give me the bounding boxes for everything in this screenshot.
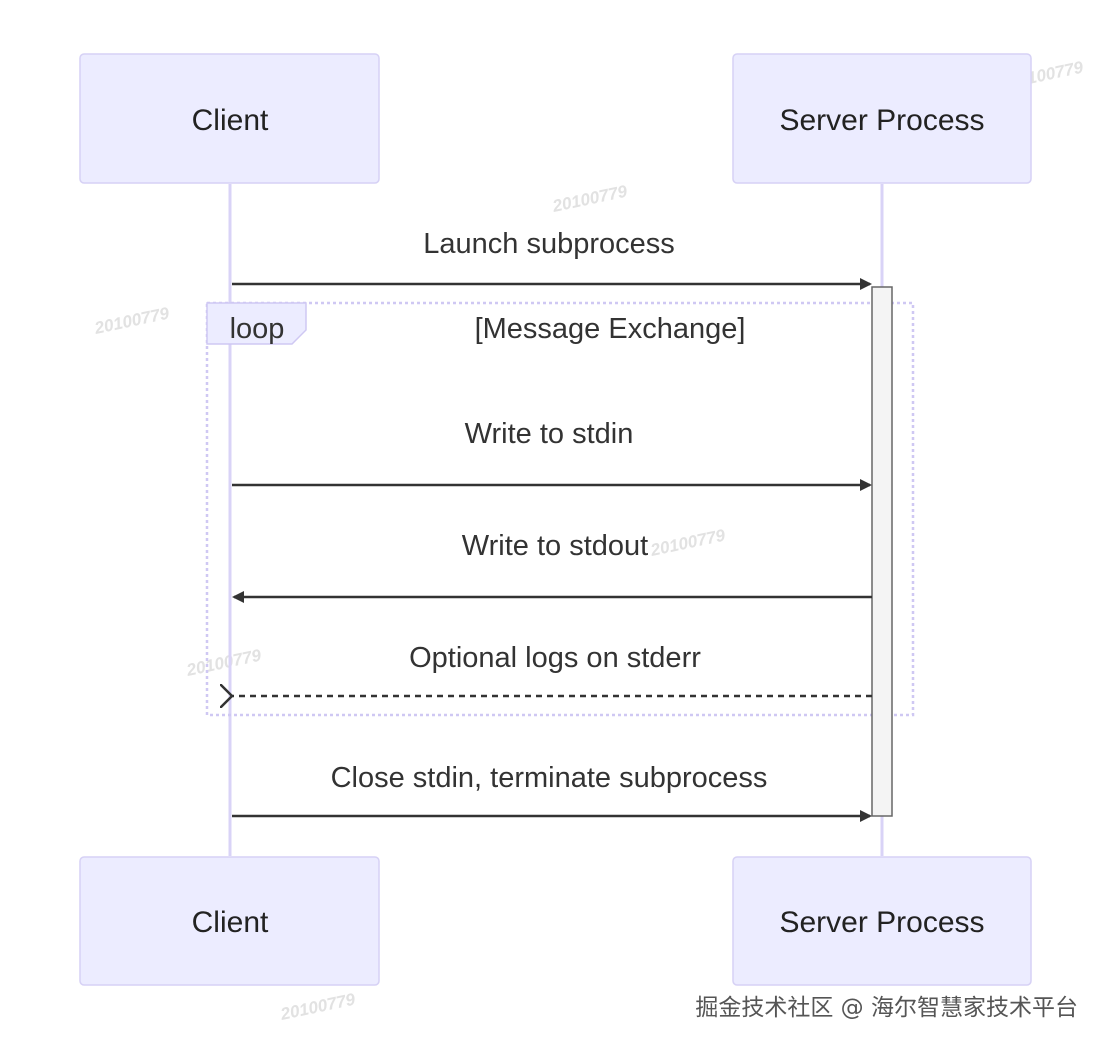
actor-server-bottom[interactable]: Server Process	[732, 856, 1032, 986]
actor-box	[79, 53, 380, 184]
actor-box	[732, 53, 1032, 184]
actor-client-bottom[interactable]: Client	[79, 856, 380, 986]
actor-label: Server Process	[779, 906, 984, 939]
actor-client-top[interactable]: Client	[79, 53, 380, 184]
message-label: Write to stdin	[465, 418, 634, 450]
message-label: Close stdin, terminate subprocess	[331, 762, 768, 794]
actor-box	[732, 856, 1032, 986]
footer-attribution: 掘金技术社区 @ 海尔智慧家技术平台	[695, 995, 1078, 1021]
actor-server-top[interactable]: Server Process	[732, 53, 1032, 184]
loop-frame	[205, 301, 915, 717]
message-write-stdout: Write to stdout	[232, 530, 872, 603]
loop-condition: [Message Exchange]	[475, 313, 746, 345]
message-launch: Launch subprocess	[232, 228, 872, 290]
actor-box	[79, 856, 380, 986]
watermark: 20100779	[184, 645, 263, 680]
loop-label-tab	[206, 302, 307, 345]
server-activation-bar	[871, 286, 893, 817]
message-close-terminate: Close stdin, terminate subprocess	[232, 762, 872, 822]
message-write-stdin: Write to stdin	[232, 418, 872, 491]
actor-label: Client	[192, 906, 269, 939]
watermark: 20100779	[550, 181, 629, 216]
actor-label: Server Process	[779, 104, 984, 137]
watermark: 20100779	[648, 525, 727, 560]
actor-label: Client	[192, 104, 269, 137]
watermark: 20100779	[92, 303, 171, 338]
loop-block: loop [Message Exchange]	[205, 301, 915, 717]
loop-keyword: loop	[230, 313, 285, 345]
message-label: Launch subprocess	[423, 228, 675, 260]
message-stderr-logs: Optional logs on stderr	[232, 642, 872, 696]
watermark: 20100779	[278, 989, 357, 1024]
message-label: Optional logs on stderr	[409, 642, 701, 674]
message-label: Write to stdout	[462, 530, 648, 562]
